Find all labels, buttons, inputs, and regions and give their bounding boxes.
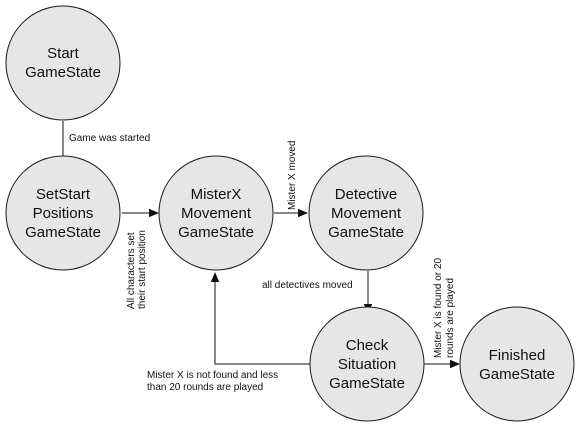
label-found: Mister X is found or 20 rounds are playe… xyxy=(433,258,456,358)
state-set-start-positions: SetStart Positions GameState xyxy=(5,155,121,271)
label-found-line-2: rounds are played xyxy=(445,278,456,358)
state-detective-line-2: Movement xyxy=(331,205,402,222)
state-check-situation: Check Situation GameState xyxy=(309,306,425,422)
state-misterx-movement: MisterX Movement GameState xyxy=(158,155,274,271)
label-all-characters-set-line-1: All characters set xyxy=(126,232,137,309)
state-check-line-3: GameState xyxy=(329,375,405,392)
state-start: Start GameState xyxy=(5,5,121,121)
state-finished: Finished GameState xyxy=(459,306,575,422)
state-misterx-line-3: GameState xyxy=(178,224,254,241)
label-not-found-line-1: Mister X is not found and less xyxy=(147,370,278,381)
label-game-was-started: Game was started xyxy=(69,133,150,144)
state-detective-line-3: GameState xyxy=(328,224,404,241)
state-start-line-1: Start xyxy=(47,45,80,62)
state-misterx-line-2: Movement xyxy=(181,205,252,222)
state-detective-line-1: Detective xyxy=(335,186,398,203)
state-finished-line-1: Finished xyxy=(489,347,546,364)
state-set-start-line-1: SetStart xyxy=(36,186,91,203)
label-misterx-moved-line-1: Mister X moved xyxy=(287,141,298,210)
transition-not-found xyxy=(210,272,311,365)
state-set-start-line-3: GameState xyxy=(25,224,101,241)
state-finished-line-2: GameState xyxy=(479,366,555,383)
label-not-found-line-2: than 20 rounds are played xyxy=(147,382,263,393)
label-all-characters-set: All characters set their start position xyxy=(126,230,148,309)
state-check-line-1: Check xyxy=(346,337,389,354)
state-misterx-line-1: MisterX xyxy=(191,186,242,203)
state-start-line-2: GameState xyxy=(25,64,101,81)
state-check-line-2: Situation xyxy=(338,356,396,373)
label-found-line-1: Mister X is found or 20 xyxy=(433,258,444,358)
label-all-characters-set-line-2: their start position xyxy=(137,230,148,309)
label-all-detectives-moved: all detectives moved xyxy=(262,280,353,291)
state-detective-movement: Detective Movement GameState xyxy=(308,155,424,271)
label-misterx-moved: Mister X moved xyxy=(287,141,298,210)
state-set-start-line-2: Positions xyxy=(33,205,94,222)
